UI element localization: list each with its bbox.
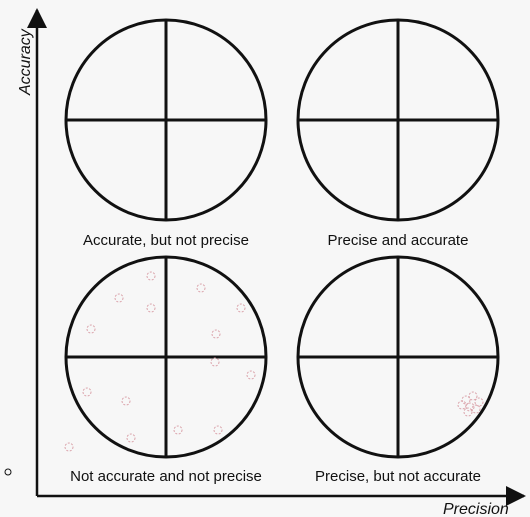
- shot-marker: [114, 293, 124, 303]
- shot-marker: [126, 433, 136, 443]
- shot-marker: [82, 387, 92, 397]
- caption-bottom-left: Not accurate and not precise: [70, 468, 262, 485]
- shot-marker: [468, 391, 478, 401]
- clustered-shots: [457, 391, 484, 417]
- stray-marker: [4, 468, 12, 476]
- shot-marker: [474, 397, 484, 407]
- caption-top-right: Precise and accurate: [328, 232, 469, 249]
- shot-marker: [64, 442, 74, 452]
- caption-top-left: Accurate, but not precise: [83, 232, 249, 249]
- target-bottom-right: [296, 255, 500, 459]
- shot-marker: [173, 425, 183, 435]
- scattered-shots: [64, 271, 256, 452]
- shot-marker: [86, 324, 96, 334]
- shot-marker: [196, 283, 206, 293]
- shot-marker: [463, 407, 473, 417]
- shot-marker: [146, 271, 156, 281]
- shot-marker: [461, 395, 471, 405]
- target-bottom-left: [64, 255, 268, 459]
- shot-marker: [213, 425, 223, 435]
- y-axis-label: Accuracy: [17, 28, 34, 96]
- shot-marker: [236, 303, 246, 313]
- caption-bottom-right: Precise, but not accurate: [315, 468, 481, 485]
- shot-marker: [121, 396, 131, 406]
- shot-marker: [146, 303, 156, 313]
- shot-marker: [471, 404, 481, 414]
- target-top-right: [296, 18, 500, 222]
- shot-marker: [211, 329, 221, 339]
- shot-marker: [246, 370, 256, 380]
- x-axis-label: Precision: [443, 501, 509, 517]
- shot-marker: [457, 400, 467, 410]
- target-top-left: [64, 18, 268, 222]
- shot-marker: [210, 357, 220, 367]
